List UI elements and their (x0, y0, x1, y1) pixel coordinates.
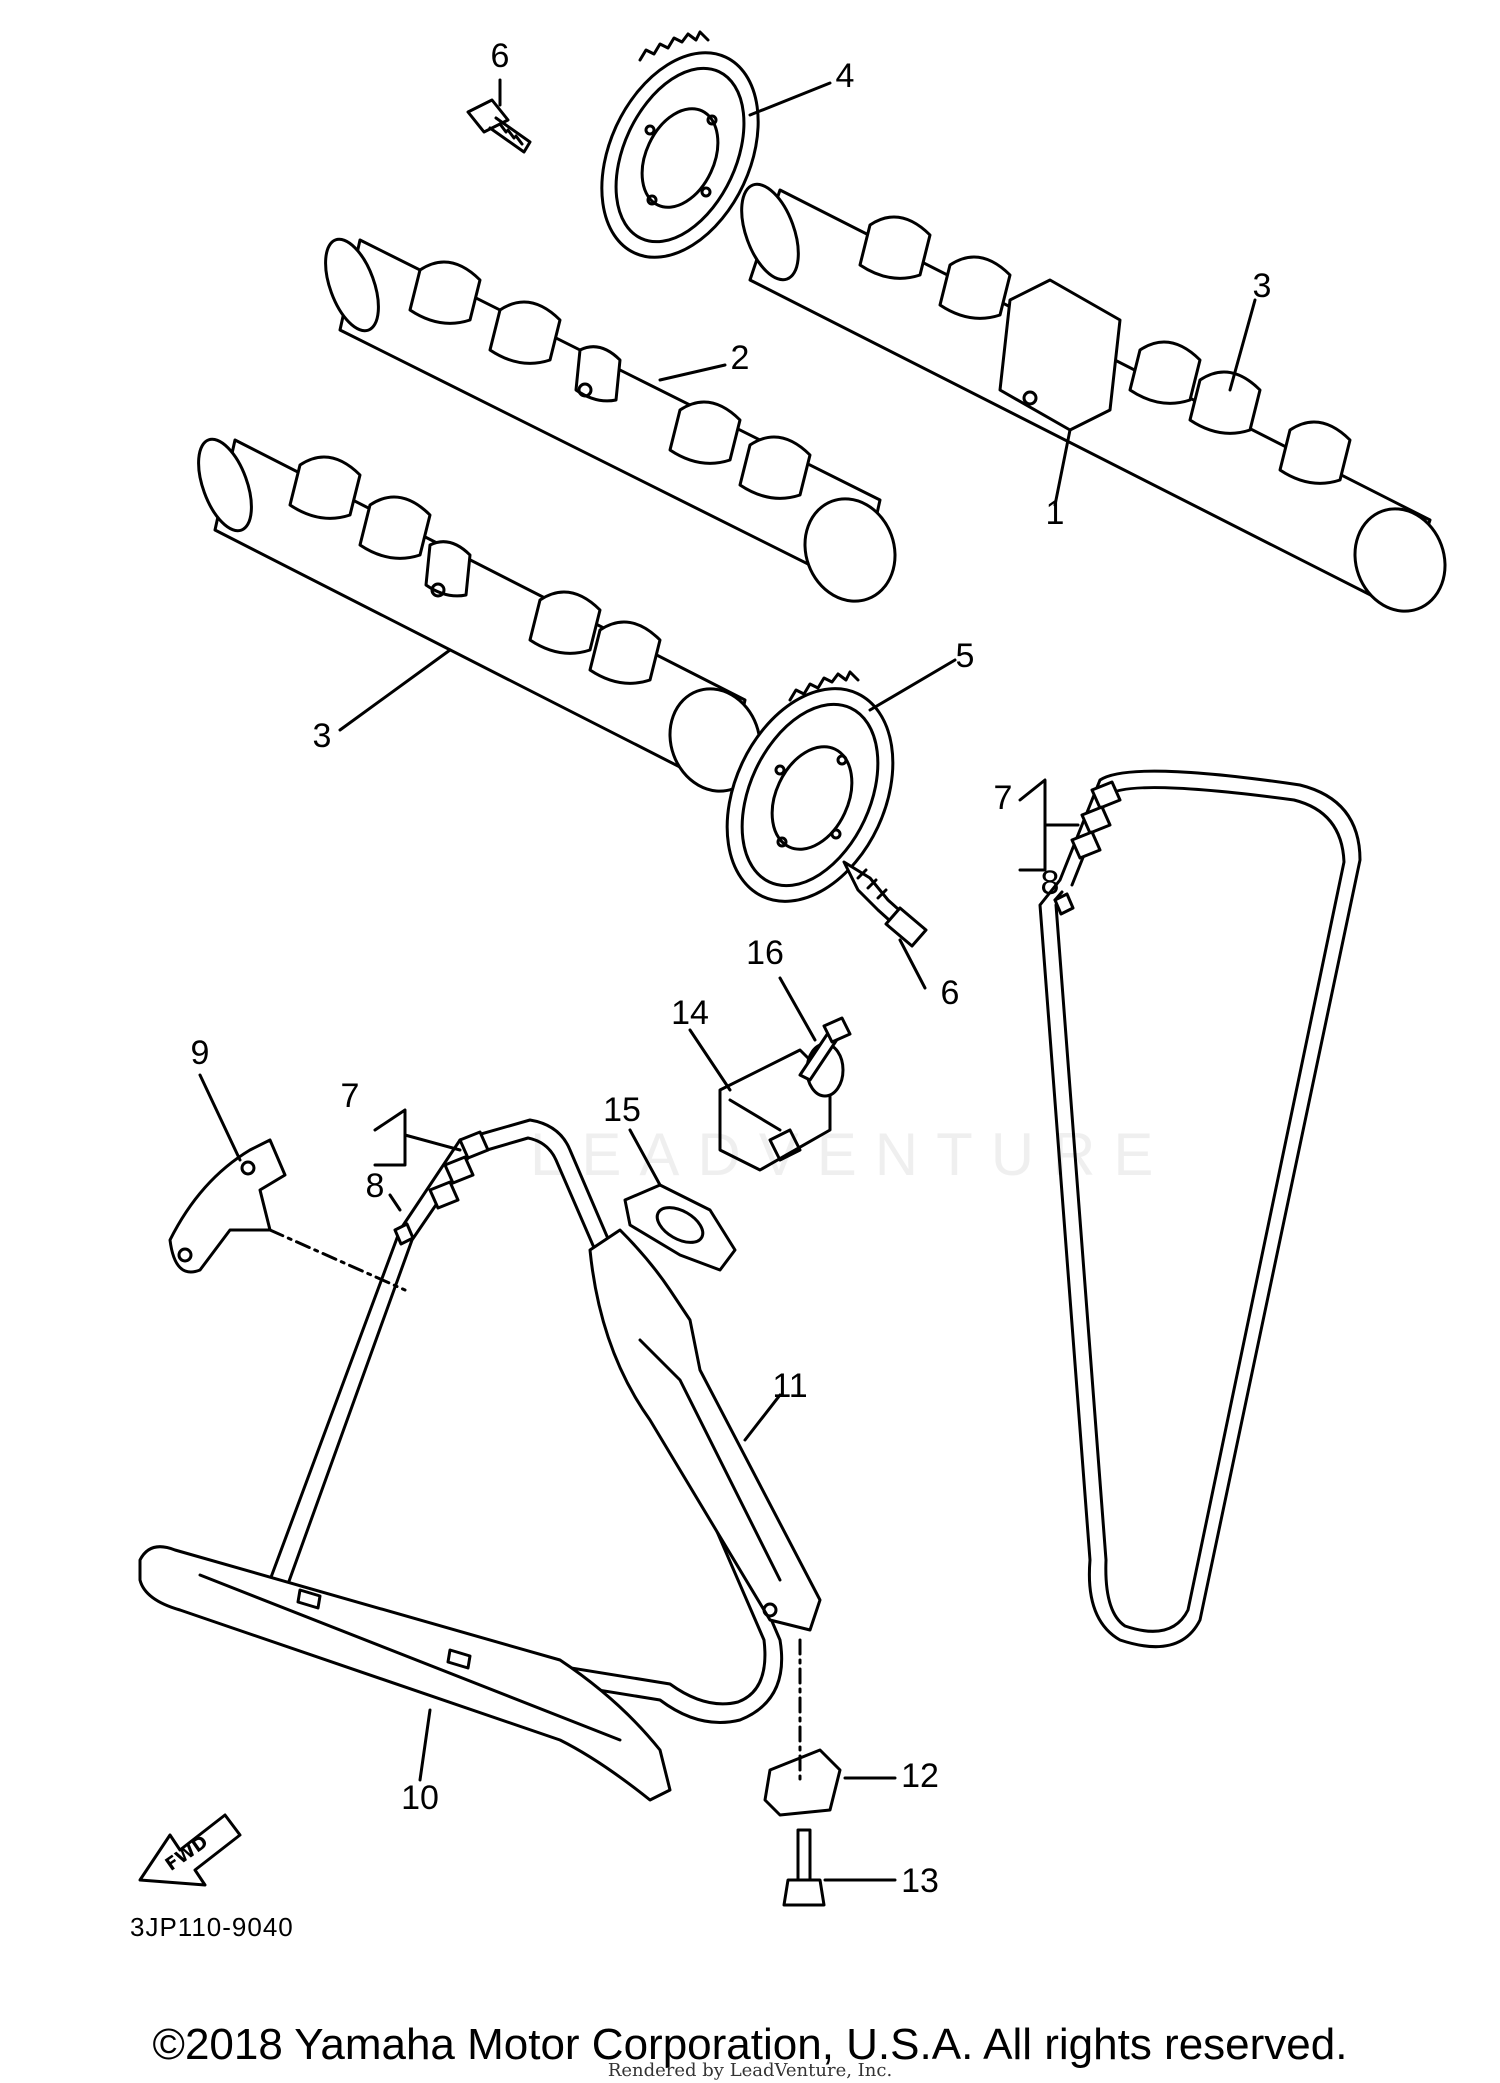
label-6-lower: 6 (941, 974, 960, 1012)
leader-lines (198, 78, 1257, 1882)
chain-guide-9[interactable] (168, 1138, 407, 1292)
camshaft-3-right[interactable] (730, 177, 1459, 624)
label-1: 1 (1046, 494, 1065, 532)
label-6-top: 6 (491, 37, 510, 75)
label-3-left: 3 (313, 717, 332, 755)
part-labels: 6 4 3 2 1 5 3 7 8 16 6 14 9 7 15 8 11 12… (191, 37, 1272, 1900)
camshaft-2[interactable] (315, 232, 909, 614)
bolt-16[interactable] (798, 1016, 852, 1082)
chain-guide-11[interactable] (588, 1228, 822, 1632)
rendered-by-text: Rendered by LeadVenture, Inc. (607, 2060, 893, 2081)
diagram-code: 3JP110-9040 (130, 1912, 294, 1942)
bolt-6-top[interactable] (466, 98, 532, 154)
bolt-13[interactable] (782, 1828, 826, 1907)
label-8-right: 8 (1041, 864, 1060, 902)
watermark: LEADVENTURE (530, 1121, 1172, 1188)
label-10: 10 (401, 1779, 439, 1817)
sprocket-4[interactable] (571, 28, 789, 283)
cam-chain-right[interactable] (1038, 769, 1362, 1649)
label-13: 13 (901, 1862, 939, 1900)
copyright-text: ©2018 Yamaha Motor Corporation, U.S.A. A… (152, 2020, 1348, 2069)
label-16: 16 (746, 934, 784, 972)
chain-guide-10[interactable] (138, 1545, 672, 1802)
label-9: 9 (191, 1034, 210, 1072)
label-14: 14 (671, 994, 709, 1032)
label-3-right: 3 (1253, 267, 1272, 305)
camshaft-3-left[interactable] (188, 432, 774, 804)
label-15: 15 (603, 1091, 641, 1129)
label-8-left: 8 (366, 1167, 385, 1205)
label-5: 5 (956, 637, 975, 675)
fwd-arrow (138, 1813, 242, 1887)
bolt-6-lower[interactable] (842, 860, 928, 948)
label-7-right: 7 (994, 779, 1013, 817)
label-2: 2 (731, 339, 750, 377)
sprocket-5[interactable] (695, 662, 926, 928)
label-7-left: 7 (341, 1077, 360, 1115)
gasket-15[interactable] (623, 1183, 737, 1272)
label-12: 12 (901, 1757, 939, 1795)
label-11: 11 (772, 1367, 807, 1405)
damper-12[interactable] (763, 1638, 842, 1817)
label-4: 4 (836, 57, 855, 95)
